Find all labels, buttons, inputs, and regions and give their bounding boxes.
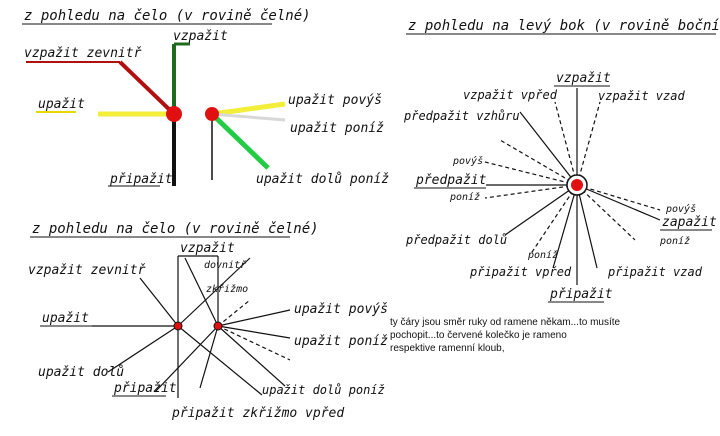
front-rays-left	[92, 255, 263, 398]
panel1-title: z pohledu na čelo (v rovině čelné)	[24, 8, 311, 24]
p2-shoulder-joint	[571, 179, 583, 191]
p3-pripazit-zkrizmo-vpred-label: připažit zkřižmo vpřed	[171, 406, 344, 421]
p2-predpazit-label: předpažit	[415, 173, 487, 188]
p1-vzpazit-zevnitr-label: vzpažit zevnitř	[24, 46, 142, 61]
p1-upazit-povys-label: upažit povýš	[288, 93, 382, 108]
p1-vzpazit-label: vzpažit	[173, 29, 228, 44]
p2-vzpazit-vzad-label: vzpažit vzad	[598, 89, 685, 103]
panel-side: z pohledu na levý bok (v rovině boční) v…	[403, 18, 720, 303]
panel-front-lines: z pohledu na čelo (v rovině čelné) vzpaž	[28, 221, 388, 421]
p2-povys-left-label: povýš	[452, 155, 483, 167]
p1-upazit-dolu-poniz-label: upažit dolů poníž	[256, 172, 389, 187]
p2-poniz-left-label: poníž	[449, 191, 480, 203]
p3-pripazit-label: připažit	[113, 381, 177, 396]
shoulder-joint-left	[166, 106, 182, 122]
upazit-povys-line	[211, 101, 286, 117]
side-rays	[484, 88, 661, 285]
explanation-note: ty čáry jsou směr ruky od ramene někam..…	[390, 316, 710, 355]
p3-dovnitr-label: dovnitř	[204, 259, 246, 271]
panel-front-colored: z pohledu na čelo (v rovině čelné) vzpaž…	[22, 8, 389, 187]
p3-upazit-povys-label: upažit povýš	[294, 302, 388, 317]
p2-predpazit-dolu-label: předpažit dolů	[405, 233, 507, 247]
p2-poniz-bottom-label: poníž	[527, 249, 558, 261]
p3-vzpazit-label: vzpažit	[180, 241, 235, 256]
note-line-2: pochopit...to červené kolečko je rameno	[390, 330, 567, 341]
front-rays-right	[154, 256, 291, 393]
p3-upazit-dolu-poniz-label: upažit dolů poníž	[262, 383, 385, 397]
panel2-title: z pohledu na levý bok (v rovině boční)	[408, 18, 720, 34]
p2-pripazit-label: připažit	[549, 287, 613, 302]
upazit-dolu-poniz-line	[210, 112, 270, 170]
p2-poniz-right-label: poníž	[659, 235, 690, 247]
p3-shoulder-right	[213, 321, 223, 331]
p2-pripazit-vzad-label: připažit vzad	[607, 265, 703, 279]
p3-upazit-dolu-label: upažit dolů	[38, 365, 124, 380]
shoulder-joint-right	[205, 107, 219, 121]
note-line-3: respektive ramenní kloub,	[390, 343, 505, 354]
p2-povys-right-label: povýš	[665, 203, 696, 215]
p3-zkrizmo-label: zkřižmo	[206, 283, 248, 295]
p3-upazit-poniz-label: upažit poníž	[294, 334, 388, 349]
p2-predpazit-vzhuru-label: předpažit vzhůru	[403, 109, 520, 123]
p3-shoulder-left	[173, 321, 183, 331]
panel3-title: z pohledu na čelo (v rovině čelné)	[32, 221, 319, 237]
vzpazit-zevnitr-line	[118, 60, 176, 116]
p1-upazit-label: upažit	[38, 97, 85, 112]
upazit-poniz-line	[211, 112, 286, 122]
p1-pripazit-label: připažit	[109, 172, 173, 187]
p2-vzpazit-label: vzpažit	[556, 71, 611, 86]
p2-vzpazit-vpred-label: vzpažit vpřed	[463, 88, 558, 102]
note-line-1: ty čáry jsou směr ruky od ramene někam..…	[390, 317, 621, 328]
p2-pripazit-vpred-label: připažit vpřed	[469, 265, 572, 279]
p2-zapazit-label: zapažit	[662, 215, 717, 230]
p3-vzpazit-zevnitr-label: vzpažit zevnitř	[28, 263, 146, 278]
p3-upazit-label: upažit	[42, 311, 89, 326]
p1-upazit-poniz-label: upažit poníž	[290, 121, 384, 136]
